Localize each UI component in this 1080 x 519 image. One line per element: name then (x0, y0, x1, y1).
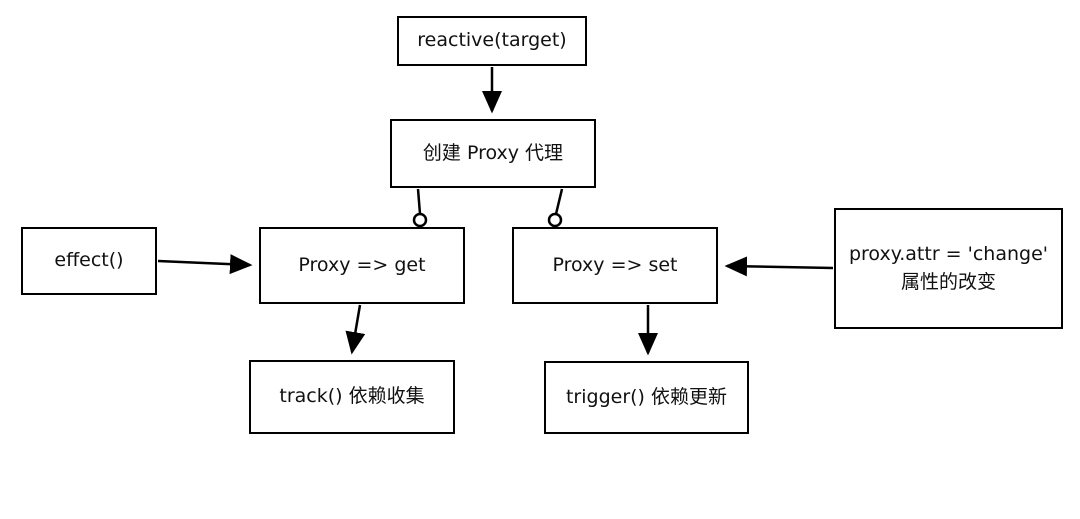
node-effect: effect() (21, 227, 157, 295)
node-label: trigger() 依赖更新 (565, 385, 728, 408)
node-label: Proxy => set (552, 253, 678, 276)
node-track: track() 依赖收集 (249, 360, 455, 434)
edge-end-circle (547, 212, 563, 228)
edge-end-circle (412, 212, 428, 228)
node-attribute-change: proxy.attr = 'change' 属性的改变 (834, 208, 1063, 329)
node-create-proxy: 创建 Proxy 代理 (390, 119, 596, 188)
edge-get-to-track (345, 304, 366, 355)
node-trigger: trigger() 依赖更新 (544, 361, 749, 434)
node-proxy-get: Proxy => get (259, 227, 465, 304)
edge-proxy-to-set (554, 188, 564, 215)
node-reactive-target: reactive(target) (397, 16, 587, 66)
node-label: effect() (54, 249, 124, 272)
edge-proxy-to-get (416, 188, 422, 215)
edge-effect-to-get (157, 254, 253, 275)
edge-change-to-set (724, 256, 834, 277)
node-label: reactive(target) (417, 29, 567, 52)
node-label-line-2: 属性的改变 (900, 270, 996, 293)
node-proxy-set: Proxy => set (512, 227, 718, 304)
node-label: track() 依赖收集 (279, 385, 425, 408)
node-label: Proxy => get (298, 253, 426, 276)
node-label-line-1: proxy.attr = 'change' (848, 242, 1049, 265)
node-label: 创建 Proxy 代理 (422, 141, 564, 164)
